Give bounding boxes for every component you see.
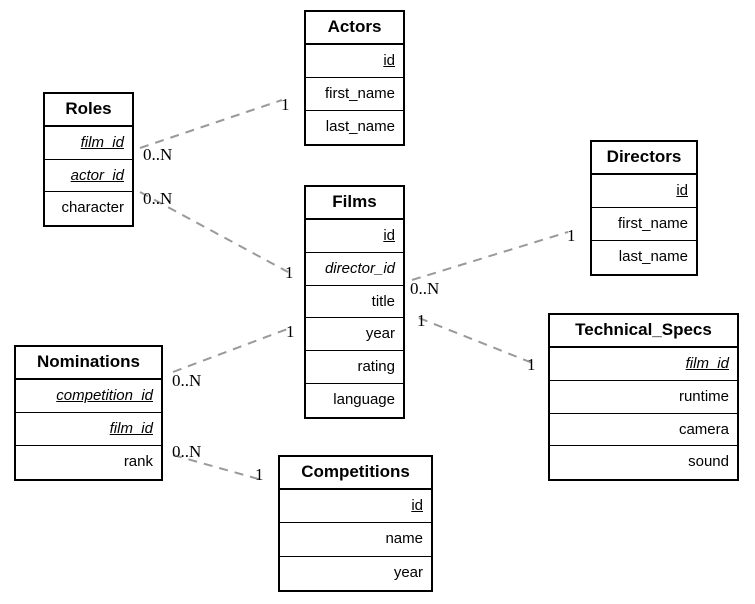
- attribute-label: id: [383, 52, 395, 69]
- entity-title: Films: [306, 187, 403, 220]
- attribute-last-name[interactable]: last_name: [592, 241, 696, 274]
- attribute-first-name[interactable]: first_name: [592, 208, 696, 241]
- attribute-label: film_id: [685, 355, 729, 372]
- entity-title: Roles: [45, 94, 132, 127]
- entity-title: Technical_Specs: [550, 315, 737, 348]
- attribute-label: year: [365, 325, 395, 343]
- cardinality-label-films-side: 1: [417, 311, 426, 330]
- cardinality-label-roles-side: 0..N: [143, 189, 173, 208]
- attribute-name[interactable]: name: [280, 523, 431, 557]
- attribute-label: film_id: [80, 134, 124, 151]
- attribute-label: camera: [678, 420, 729, 438]
- attribute-label: director_id: [324, 259, 395, 277]
- attribute-label: last_name: [325, 118, 395, 135]
- attribute-label: rank: [123, 453, 153, 470]
- attribute-id[interactable]: id: [592, 175, 696, 208]
- attribute-character[interactable]: character: [45, 192, 132, 225]
- attribute-label: actor_id: [70, 166, 124, 184]
- cardinality-label-films-side: 1: [286, 322, 295, 341]
- attribute-title[interactable]: title: [306, 286, 403, 319]
- entity-title: Competitions: [280, 457, 431, 490]
- attribute-label: name: [385, 530, 423, 548]
- attribute-rank[interactable]: rank: [16, 446, 161, 479]
- attribute-year[interactable]: year: [306, 318, 403, 352]
- attribute-runtime[interactable]: runtime: [550, 381, 737, 414]
- cardinality-label-technical-specs-side: 1: [527, 355, 536, 374]
- relationship-roles-to-films: [139, 191, 289, 273]
- attribute-label: competition_id: [56, 387, 153, 404]
- cardinality-label-nominations-side: 0..N: [172, 371, 202, 390]
- entity-actors[interactable]: Actors id first_name last_name: [304, 10, 405, 146]
- cardinality-label-roles-side: 0..N: [143, 145, 173, 164]
- entity-roles[interactable]: Roles film_id actor_id character: [43, 92, 134, 227]
- relationship-roles-to-actors: [139, 99, 283, 149]
- attribute-label: runtime: [678, 387, 729, 405]
- entity-title: Nominations: [16, 347, 161, 380]
- attribute-label: title: [371, 292, 395, 310]
- cardinality-label-actors-side: 1: [281, 95, 290, 114]
- attribute-label: language: [333, 391, 395, 409]
- attribute-label: last_name: [618, 248, 688, 265]
- attribute-camera[interactable]: camera: [550, 414, 737, 447]
- attribute-label: film_id: [109, 420, 153, 437]
- attribute-label: id: [411, 497, 423, 514]
- attribute-rating[interactable]: rating: [306, 351, 403, 385]
- attribute-id[interactable]: id: [280, 490, 431, 524]
- relationship-films-to-directors: [411, 231, 569, 281]
- attribute-language[interactable]: language: [306, 384, 403, 417]
- attribute-label: sound: [688, 453, 729, 471]
- attribute-label: year: [393, 563, 423, 581]
- cardinality-label-films-side: 1: [285, 263, 294, 282]
- attribute-director-id[interactable]: director_id: [306, 253, 403, 286]
- entity-title: Directors: [592, 142, 696, 175]
- attribute-film-id[interactable]: film_id: [45, 127, 132, 160]
- attribute-film-id[interactable]: film_id: [16, 413, 161, 446]
- relationship-nominations-to-films: [172, 327, 291, 373]
- attribute-id[interactable]: id: [306, 220, 403, 253]
- attribute-label: first_name: [324, 85, 395, 102]
- attribute-competition-id[interactable]: competition_id: [16, 380, 161, 413]
- attribute-label: id: [676, 182, 688, 199]
- attribute-label: rating: [357, 358, 395, 376]
- relationship-films-to-technical-specs: [418, 317, 536, 365]
- entity-competitions[interactable]: Competitions id name year: [278, 455, 433, 592]
- attribute-actor-id[interactable]: actor_id: [45, 160, 132, 193]
- cardinality-label-directors-side: 1: [567, 226, 576, 245]
- attribute-last-name[interactable]: last_name: [306, 111, 403, 144]
- attribute-sound[interactable]: sound: [550, 446, 737, 479]
- attribute-label: character: [61, 199, 124, 217]
- cardinality-label-competitions-side: 1: [255, 465, 264, 484]
- attribute-id[interactable]: id: [306, 45, 403, 78]
- attribute-label: first_name: [617, 215, 688, 232]
- attribute-film-id[interactable]: film_id: [550, 348, 737, 381]
- cardinality-label-nominations-side: 0..N: [172, 442, 202, 461]
- cardinality-label-films-side: 0..N: [410, 279, 440, 298]
- attribute-label: id: [383, 227, 395, 244]
- attribute-first-name[interactable]: first_name: [306, 78, 403, 111]
- entity-title: Actors: [306, 12, 403, 45]
- attribute-year[interactable]: year: [280, 557, 431, 590]
- entity-directors[interactable]: Directors id first_name last_name: [590, 140, 698, 276]
